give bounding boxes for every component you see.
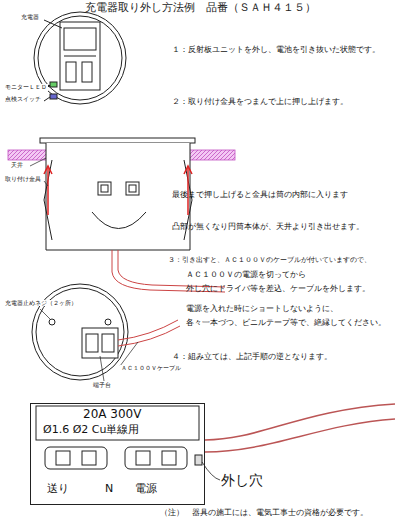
part-label: 点検スイッチ bbox=[4, 96, 42, 103]
title: 充電器取り外し方法例 品番（ＳＡＨ４１５） bbox=[85, 2, 316, 15]
note-text: 各々一本づつ、ビニルテープ等で、絶縁してください。 bbox=[186, 319, 386, 328]
note-text: 電源を入れた時にショートしないように、 bbox=[186, 305, 338, 314]
note-text: １：反射板ユニットを外し、電池を引き抜いた状態です。 bbox=[172, 45, 380, 54]
part-label: モニターＬＥＤ bbox=[4, 84, 48, 91]
note-text: ４：組み立ては、上記手順の逆となります。 bbox=[172, 352, 332, 361]
part-label: 充電器 bbox=[20, 14, 40, 21]
terminal-text: 20A 300V bbox=[83, 408, 141, 421]
part-label: 天井 bbox=[10, 162, 24, 169]
terminal-text: 送り bbox=[47, 483, 69, 495]
terminal-block: 20A 300V Ø1.6 Ø2 Cu単線用送り N 電源 bbox=[30, 403, 205, 505]
note-text: ３：引き出すと、ＡＣ１００Ｖのケーブルが付いていますので、 bbox=[168, 256, 371, 264]
note-text: ２：取り付け金具をつまんで上に押し上げます。 bbox=[172, 97, 348, 106]
part-label: 充電器止めネジ（２ヶ所） bbox=[4, 300, 78, 306]
note-text: 外し穴 bbox=[221, 472, 263, 488]
note-text: （注） 器具の施工には、電気工事士の資格が必要です。 bbox=[160, 508, 368, 517]
note-text: 外し穴にドライバ等を差込、ケーブルを外します。 bbox=[186, 284, 370, 293]
note-text: 最後まで押し上げると金具は筒の内部に入ります bbox=[172, 190, 348, 199]
part-label: ＡＣ１００Ｖケーブル bbox=[120, 365, 182, 371]
part-label: 取り付け金具 bbox=[4, 176, 42, 183]
note-text: 凸部が無くなり円筒本体が、天井より引き出せます。 bbox=[172, 222, 364, 231]
terminal-text: 電源 bbox=[135, 483, 157, 495]
side-view bbox=[8, 138, 235, 292]
note-text: ＡＣ１００Ｖの電源を切ってから bbox=[186, 270, 306, 279]
terminal-text: N bbox=[105, 483, 113, 495]
part-label: 端子台 bbox=[92, 382, 112, 389]
terminal-block-detail bbox=[36, 404, 395, 480]
terminal-text: Ø1.6 Ø2 Cu単線用 bbox=[43, 424, 139, 436]
